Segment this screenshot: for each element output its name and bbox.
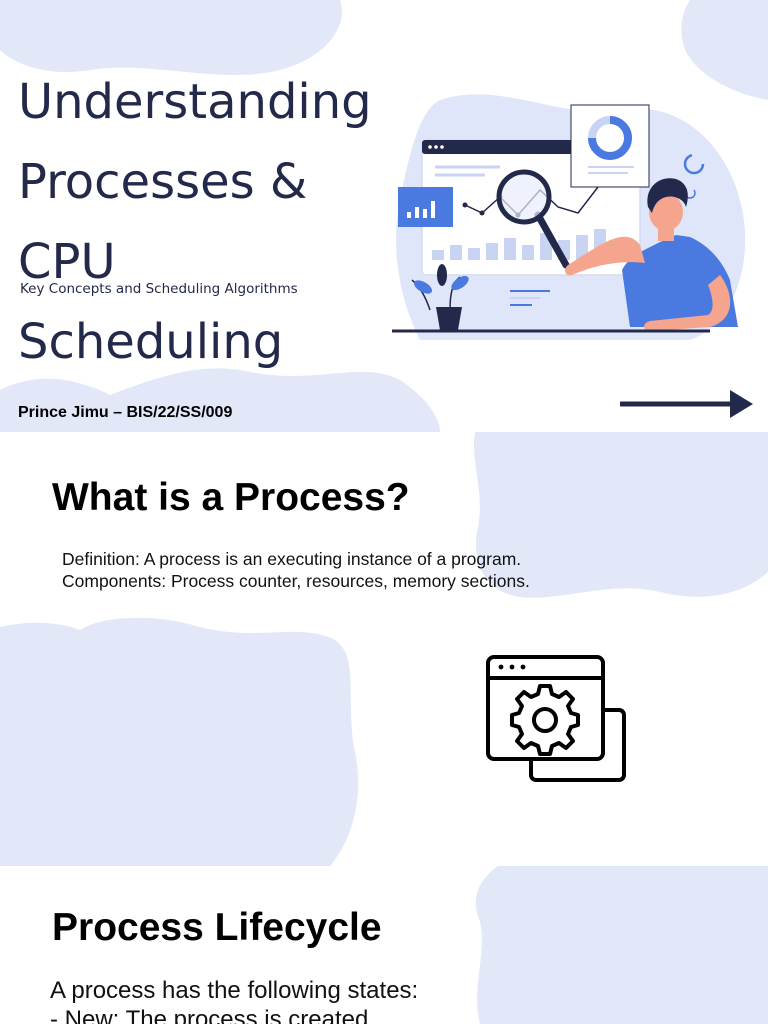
- process-definition-slide: What is a Process? Definition: A process…: [0, 432, 768, 866]
- title-slide: Understanding Processes & CPU Scheduling…: [0, 0, 768, 432]
- slide-title: Understanding Processes & CPU Scheduling: [18, 74, 372, 370]
- window-gear-icon: [486, 655, 626, 782]
- slide-subtitle: Key Concepts and Scheduling Algorithms: [20, 281, 298, 297]
- arrow-right-icon[interactable]: [620, 389, 755, 419]
- components-text: Components: Process counter, resources, …: [62, 571, 530, 591]
- process-lifecycle-slide: Process Lifecycle A process has the foll…: [0, 866, 768, 1024]
- author-line: Prince Jimu – BIS/22/SS/009: [18, 404, 233, 421]
- state-new-text: - New: The process is created.: [50, 1006, 376, 1024]
- background-blobs: [0, 432, 768, 866]
- data-analysis-illustration: [392, 104, 738, 333]
- slide-heading: What is a Process?: [52, 476, 410, 519]
- background-blobs: [475, 866, 768, 1024]
- states-intro-text: A process has the following states:: [50, 977, 419, 1004]
- definition-text: Definition: A process is an executing in…: [62, 549, 522, 569]
- slide-heading: Process Lifecycle: [52, 906, 382, 949]
